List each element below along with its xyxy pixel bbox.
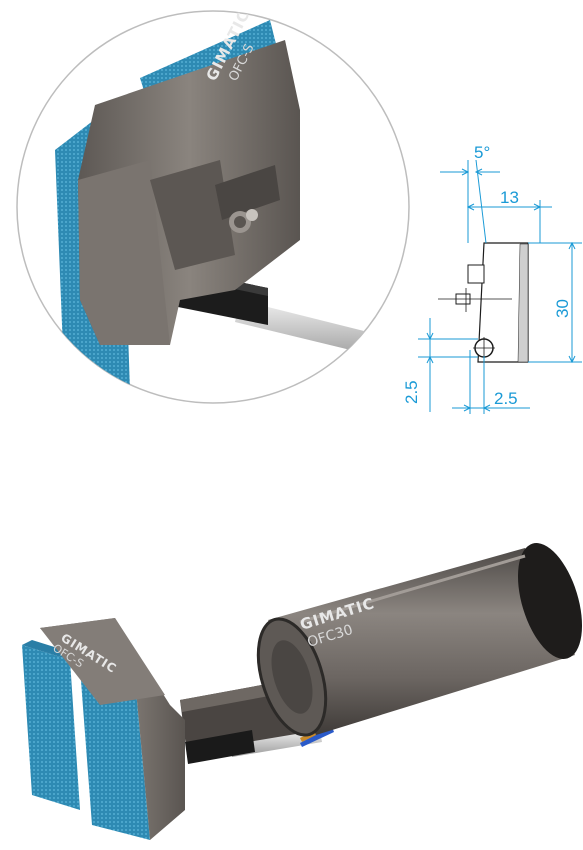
assembly-sensor [185,730,255,764]
dimension-drawing [418,159,582,414]
motor-cylinder: GIMATIC OFC30 [256,543,583,737]
dim-offset-horizontal-label: 2.5 [494,389,518,408]
assembly-view: GIMATIC OFC30 GIMATIC OFC-S [22,543,583,840]
detail-magnifier: GIMATIC OFC-S [16,10,410,404]
dim-offset-vertical-label: 2.5 [402,380,421,404]
pad-left [22,645,80,810]
dim-angle-label: 5° [474,143,490,162]
dim-width-label: 13 [500,188,519,207]
dim-height-label: 30 [553,299,572,318]
pad-right [80,668,150,840]
detail-screw-icon [229,209,258,233]
finger-assembly: GIMATIC OFC-S [22,618,185,840]
